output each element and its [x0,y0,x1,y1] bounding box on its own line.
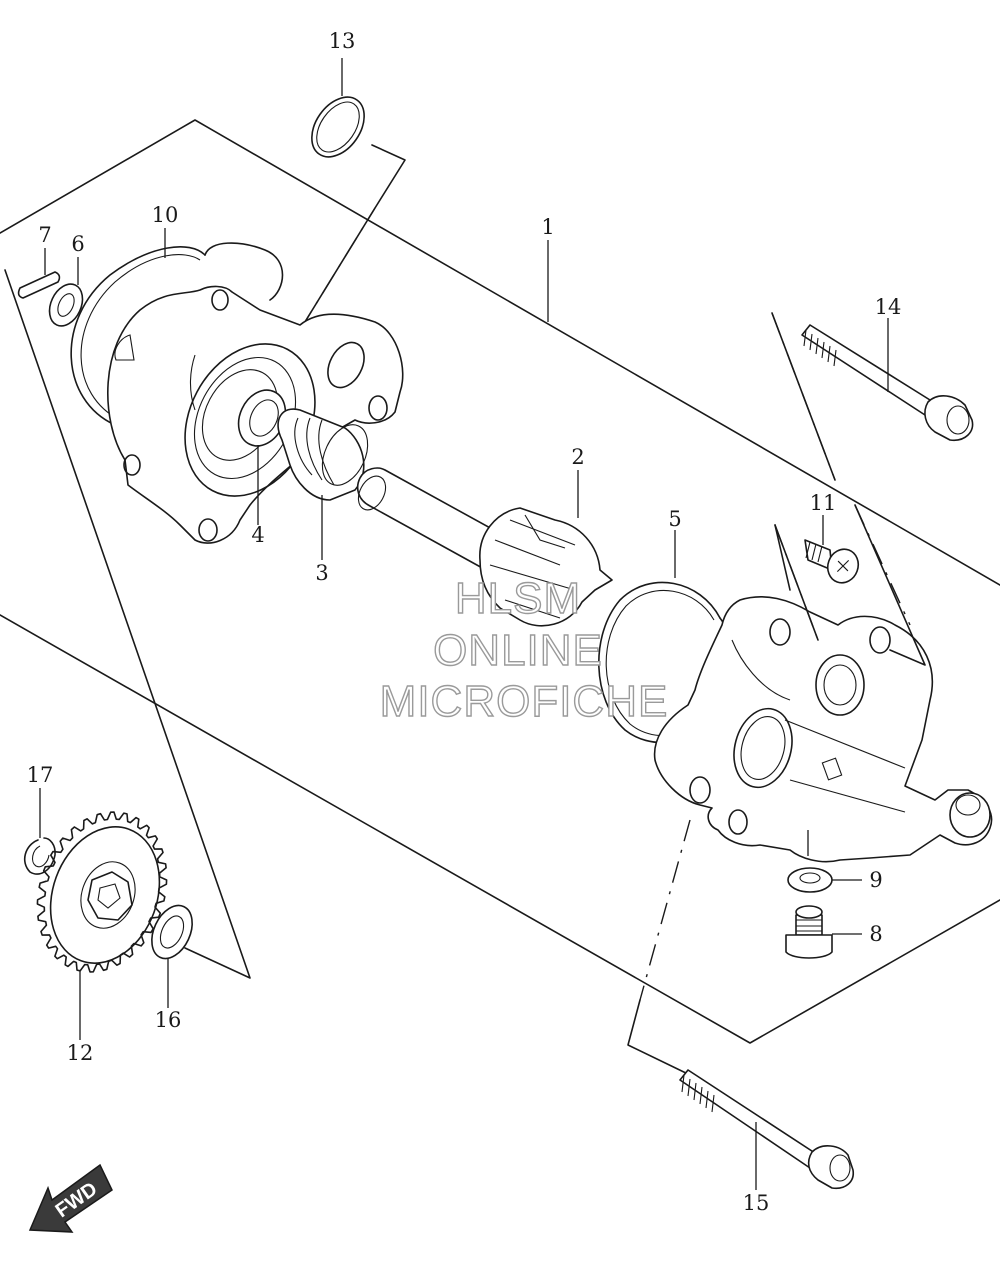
gear-12 [36,811,168,973]
screw-11 [804,539,860,584]
callout-16: 16 [155,1008,182,1032]
o-ring-13 [311,96,365,158]
callout-numbers: 13 7 6 10 1 14 2 11 5 4 3 9 8 17 12 16 1… [27,29,902,1215]
washer-16 [151,904,193,960]
callout-2: 2 [571,445,584,469]
watermark: HLSM ONLINE MICROFICHE [379,573,669,726]
callout-5: 5 [668,507,681,531]
callout-9: 9 [869,868,882,892]
assembly-frame [0,119,1000,1044]
o-ring-10 [70,242,284,426]
bolt-11-group [774,504,926,666]
watermark-line-1: HLSM [455,574,581,623]
callout-15: 15 [743,1191,770,1215]
callout-11: 11 [810,491,837,515]
bolt-14 [771,312,974,481]
callout-12: 12 [67,1041,94,1065]
callout-10: 10 [152,203,179,227]
callout-14: 14 [875,295,902,319]
impeller-2 [479,507,613,627]
callout-6: 6 [71,232,84,256]
pin-7 [17,271,61,299]
callout-7: 7 [38,223,51,247]
bolt-15-group [627,819,855,1190]
leader-lines [39,58,889,1190]
callout-13: 13 [329,29,356,53]
callout-17: 17 [27,763,54,787]
bearing-4 [237,389,287,447]
pump-cover [653,596,993,863]
washer-6 [48,283,84,327]
watermark-line-3: MICROFICHE [380,677,669,726]
callout-3: 3 [315,561,328,585]
callout-1: 1 [541,215,554,239]
fwd-direction-badge: FWD [28,1163,113,1233]
callout-4: 4 [251,523,264,547]
fwd-arrow-icon [28,1163,113,1233]
mechanical-seal-3 [277,408,369,501]
circlip-17 [23,837,56,875]
callout-8: 8 [869,922,882,946]
watermark-line-2: ONLINE [433,626,603,675]
bolt-15 [679,1069,855,1190]
washer-9 [787,830,833,893]
drain-bolt-8 [785,905,833,959]
